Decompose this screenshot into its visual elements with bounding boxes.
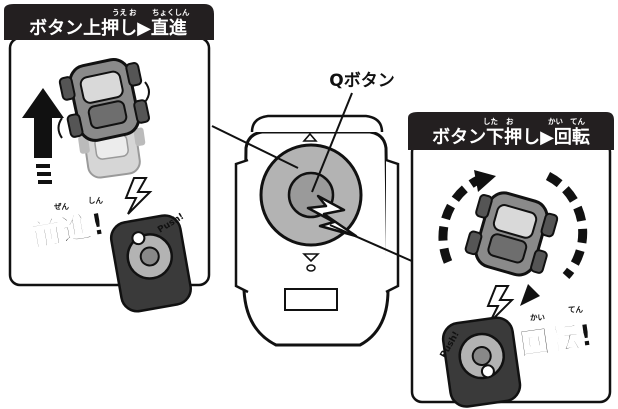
- controller: [234, 114, 400, 347]
- right-controller-closeup: [441, 316, 522, 408]
- left-panel-title: ボタン上押し▶直進: [29, 17, 187, 39]
- right-action-ruby: かい てん: [530, 305, 583, 322]
- leader-line-left: [211, 125, 299, 169]
- spinning-car-icon: [464, 191, 559, 277]
- forward-arrow-icon: [22, 88, 64, 158]
- rotation-arrows-icon: [438, 172, 588, 280]
- right-lightning-icon: [486, 285, 515, 323]
- right-panel: した お かい てん ボタン下押し▶回転: [408, 112, 614, 408]
- q-button-callout: Qボタン: [311, 71, 395, 193]
- car-icon: [58, 58, 151, 142]
- right-title-ruby: した お かい てん: [483, 116, 585, 126]
- controller-window: [284, 288, 338, 311]
- left-action-ruby: ぜん しん: [54, 196, 103, 211]
- press-lightning-icon: [306, 194, 358, 238]
- q-button-label: Qボタン: [329, 71, 394, 91]
- speed-lines: [36, 164, 52, 184]
- right-title-bar: [408, 112, 614, 150]
- right-panel-title: ボタン下押し▶回転: [432, 126, 590, 148]
- left-lightning-icon: [124, 177, 153, 215]
- leader-line-right: [329, 224, 415, 263]
- left-controller-closeup: [109, 214, 192, 313]
- left-title-bar: [4, 4, 214, 40]
- left-title-ruby: うえ お ちょくしん: [112, 8, 190, 17]
- left-panel: うえ お ちょくしん ボタン上押し▶直進: [4, 4, 214, 313]
